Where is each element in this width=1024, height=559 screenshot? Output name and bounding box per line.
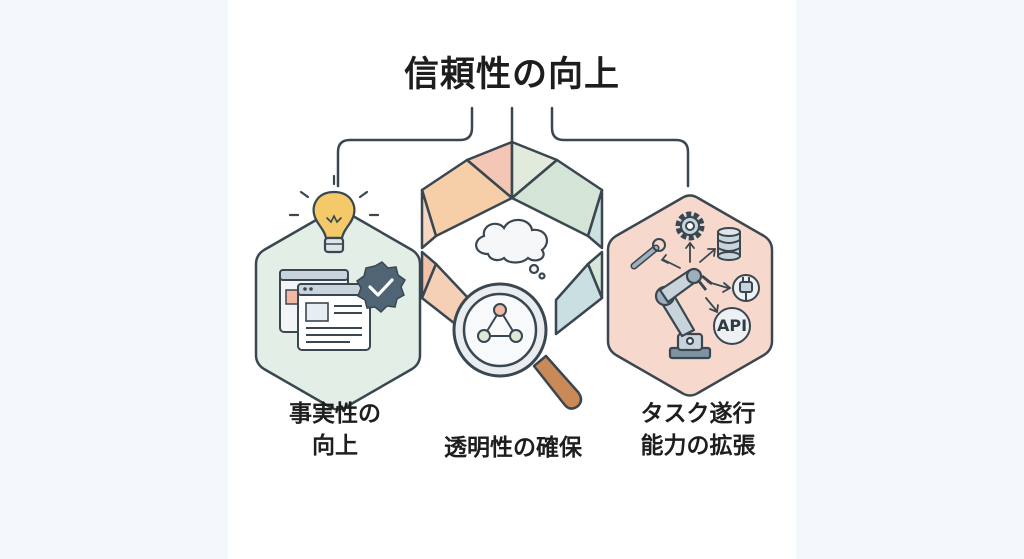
factuality-label-line-1: 事実性の	[289, 401, 381, 427]
document-stack-icon	[279, 269, 371, 351]
magnifier-icon	[452, 282, 583, 410]
factuality-label: 事実性の 向上	[250, 398, 420, 462]
verified-check-icon	[356, 261, 406, 314]
api-label: API	[716, 316, 748, 335]
task-hexagon	[606, 194, 774, 397]
connector-left	[336, 106, 474, 188]
api-bubble	[713, 307, 751, 345]
database-icon	[717, 227, 741, 261]
connector-lines	[336, 106, 690, 188]
factuality-label-line-2: 向上	[312, 433, 358, 459]
lightbulb-icon	[288, 174, 380, 254]
page-title: 信頼性の向上	[403, 55, 620, 95]
robot-arm-icon	[654, 267, 713, 360]
thought-cloud-icon	[475, 218, 549, 280]
task-label-line-1: タスク遂行	[640, 401, 756, 427]
connection-arrows	[660, 241, 732, 314]
network-graph-icon	[477, 303, 523, 343]
connector-right	[550, 106, 690, 188]
transparency-hexagon	[420, 140, 604, 410]
gear-icon	[675, 211, 705, 241]
task-label: タスク遂行 能力の拡張	[608, 398, 788, 462]
factuality-hexagon	[254, 174, 422, 411]
plug-icon	[732, 274, 760, 302]
transparency-label-line-1: 透明性の確保	[444, 435, 582, 461]
transparency-label: 透明性の確保	[420, 432, 606, 464]
wrench-icon	[630, 238, 666, 270]
task-label-line-2: 能力の拡張	[640, 433, 756, 459]
